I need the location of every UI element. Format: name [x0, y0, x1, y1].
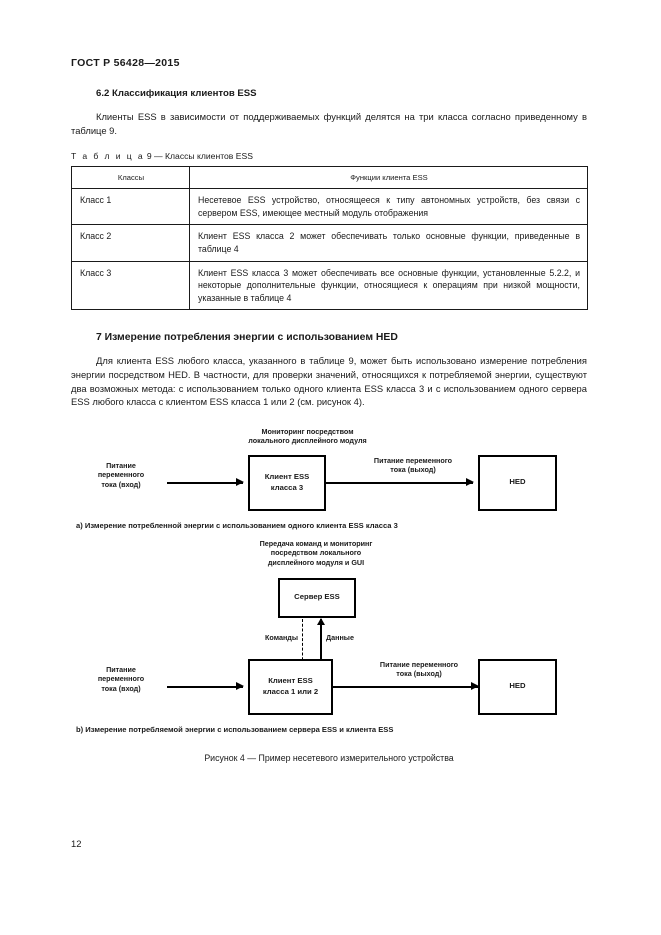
diagram-a-output-arrow: [326, 478, 474, 487]
clause-7-title: 7 Измерение потребления энергии с исполь…: [96, 332, 398, 344]
diagram-b-caption: b) Измерение потребляемой энергии с испо…: [76, 724, 394, 734]
table-row: Класс 1 Несетевое ESS устройство, относя…: [71, 188, 588, 226]
table-row: Класс 3 Клиент ESS класса 3 может обеспе…: [71, 260, 588, 311]
diagram-b-commands-label: Команды: [265, 632, 298, 642]
figure-4-caption: Рисунок 4 — Пример несетевого измеритель…: [204, 752, 454, 763]
diagram-a-caption: a) Измерение потребленной энергии с испо…: [76, 520, 398, 530]
diagram-a-input-arrow: [167, 478, 244, 487]
table-caption-rest: 9 — Классы клиентов ESS: [146, 151, 253, 162]
diagram-b-input-arrow: [167, 682, 244, 691]
table-9-caption: Т а б л и ц а 9 — Классы клиентов ESS: [71, 151, 587, 161]
table-header-row: Классы Функции клиента ESS: [71, 166, 588, 190]
cell-class: Класс 2: [71, 224, 190, 262]
column-header-classes: Классы: [71, 166, 190, 190]
diagram-b-data-label: Данные: [326, 632, 354, 642]
cell-functions: Клиент ESS класса 3 может обеспечивать в…: [189, 260, 588, 311]
cell-functions: Несетевое ESS устройство, относящееся к …: [189, 188, 588, 226]
cell-class: Класс 1: [71, 188, 190, 226]
clause-6-2-title: 6.2 Классификация клиентов ESS: [96, 88, 257, 99]
page-header: ГОСТ Р 56428—2015: [71, 57, 180, 69]
diagram-b-server-box: Сервер ESS: [278, 577, 356, 618]
clause-6-2-paragraph: Клиенты ESS в зависимости от поддерживае…: [71, 111, 587, 136]
cell-class: Класс 3: [71, 260, 190, 311]
table-row: Класс 2 Клиент ESS класса 2 может обеспе…: [71, 224, 588, 262]
clause-7-paragraph: Для клиента ESS любого класса, указанног…: [71, 355, 587, 408]
page-content: 6.2 Классификация клиентов ESS Клиенты E…: [71, 88, 588, 763]
diagram-b-hed-box: HED: [478, 658, 557, 715]
diagram-b-output-arrow: [333, 682, 479, 691]
table-9: Классы Функции клиента ESS Класс 1 Несет…: [71, 166, 588, 311]
column-header-functions: Функции клиента ESS: [189, 166, 588, 190]
diagram-b-data-arrow: [316, 617, 325, 665]
diagram-a-hed-box: HED: [478, 454, 557, 511]
table-caption-label: Т а б л и ц а: [71, 151, 145, 162]
cell-functions: Клиент ESS класса 2 может обеспечивать т…: [189, 224, 588, 262]
page-number: 12: [71, 838, 82, 849]
